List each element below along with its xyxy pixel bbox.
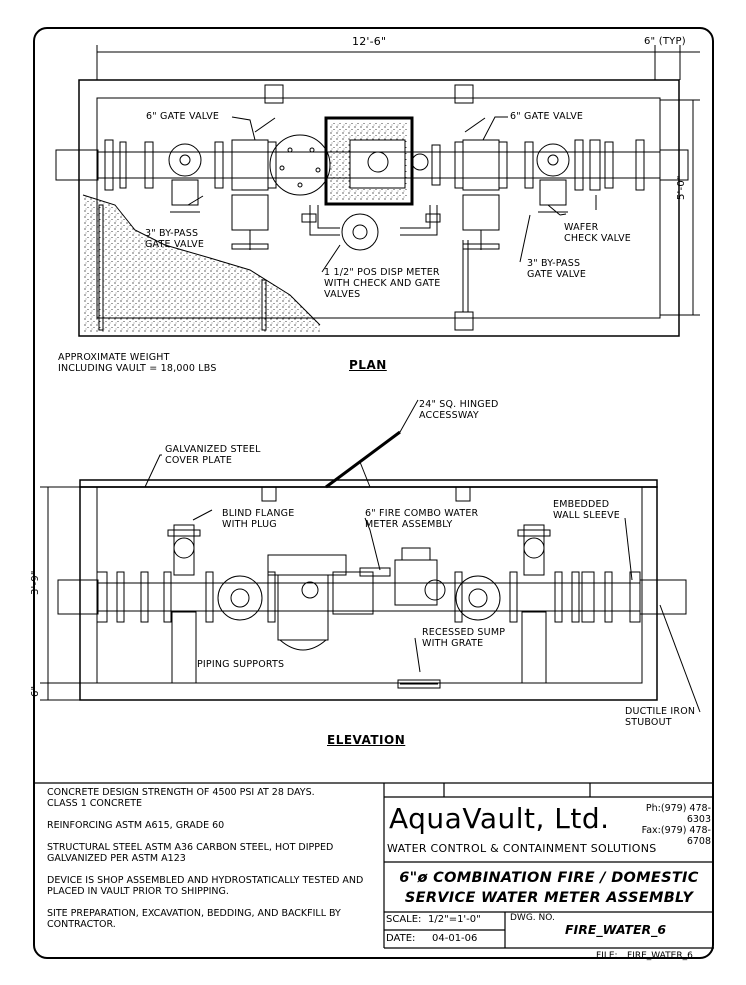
file-value: FIRE_WATER_6	[627, 951, 693, 961]
plan-dim-wall: 6" (TYP)	[644, 36, 686, 47]
drawing-title-line1: 6"ø COMBINATION FIRE / DOMESTIC	[399, 870, 699, 886]
elev-label-supports: PIPING SUPPORTS	[197, 659, 285, 670]
dwg-no-label: DWG. NO.	[510, 913, 555, 923]
drawing-sheet-border	[33, 27, 714, 959]
company-tagline: WATER CONTROL & CONTAINMENT SOLUTIONS	[387, 842, 657, 855]
plan-label-bypass-left: 3" BY-PASS GATE VALVE	[145, 228, 205, 250]
drawing-title: 6"ø COMBINATION FIRE / DOMESTIC SERVICE …	[384, 868, 714, 908]
plan-label-gate-valve-right: 6" GATE VALVE	[510, 111, 584, 122]
elev-label-accessway: 24" SQ. HINGED ACCESSWAY	[419, 399, 499, 421]
plan-label-wafer: WAFER CHECK VALVE	[564, 222, 632, 244]
elev-dim-floor: 6"	[30, 685, 41, 697]
title-block-frame	[33, 782, 714, 949]
note-item: REINFORCING ASTM A615, GRADE 60	[47, 820, 225, 831]
plan-label-bypass-right: 3" BY-PASS GATE VALVE	[527, 258, 587, 280]
drawing-title-line2: SERVICE WATER METER ASSEMBLY	[404, 890, 694, 906]
note-item: DEVICE IS SHOP ASSEMBLED AND HYDROSTATIC…	[47, 875, 364, 897]
note-item: CONCRETE DESIGN STRENGTH OF 4500 PSI AT …	[47, 787, 315, 809]
elevation-view	[40, 399, 701, 713]
note-item: STRUCTURAL STEEL ASTM A36 CARBON STEEL, …	[47, 842, 334, 864]
plan-dim-width: 5'-0"	[676, 175, 687, 200]
plan-dim-length: 12'-6"	[352, 35, 387, 48]
scale-label: SCALE:	[386, 914, 422, 925]
elev-label-blind-flange: BLIND FLANGE WITH PLUG	[222, 508, 295, 530]
general-notes: CONCRETE DESIGN STRENGTH OF 4500 PSI AT …	[47, 787, 387, 941]
file-label: FILE:	[596, 951, 618, 961]
note-item: SITE PREPARATION, EXCAVATION, BEDDING, A…	[47, 908, 341, 930]
date-value: 04-01-06	[432, 933, 478, 944]
company-phone-fax: Ph:(979) 478-6303 Fax:(979) 478-6708	[637, 803, 711, 847]
company-name: AquaVault, Ltd.	[389, 802, 610, 835]
elev-label-sump: RECESSED SUMP WITH GRATE	[422, 627, 506, 649]
plan-view	[55, 45, 700, 337]
elev-label-wall-sleeve: EMBEDDED WALL SLEEVE	[553, 499, 621, 521]
elev-label-ductile: DUCTILE IRON STUBOUT	[625, 706, 696, 728]
company-phone: Ph:(979) 478-6303	[645, 803, 711, 825]
plan-title: PLAN	[349, 358, 387, 372]
company-fax: Fax:(979) 478-6708	[641, 825, 711, 847]
elev-dim-height: 3'-9"	[30, 570, 41, 595]
elevation-title: ELEVATION	[327, 733, 406, 747]
scale-value: 1/2"=1'-0"	[428, 914, 481, 925]
plan-label-gate-valve-left: 6" GATE VALVE	[146, 111, 220, 122]
dwg-no-value: FIRE_WATER_6	[565, 922, 667, 937]
elev-label-meter-assembly: 6" FIRE COMBO WATER METER ASSEMBLY	[365, 508, 479, 530]
date-label: DATE:	[386, 933, 416, 944]
plan-label-pos-meter: 1 1/2" POS DISP METER WITH CHECK AND GAT…	[324, 267, 441, 300]
plan-weight-note: APPROXIMATE WEIGHT INCLUDING VAULT = 18,…	[58, 352, 217, 374]
elev-label-cover: GALVANIZED STEEL COVER PLATE	[165, 444, 261, 466]
